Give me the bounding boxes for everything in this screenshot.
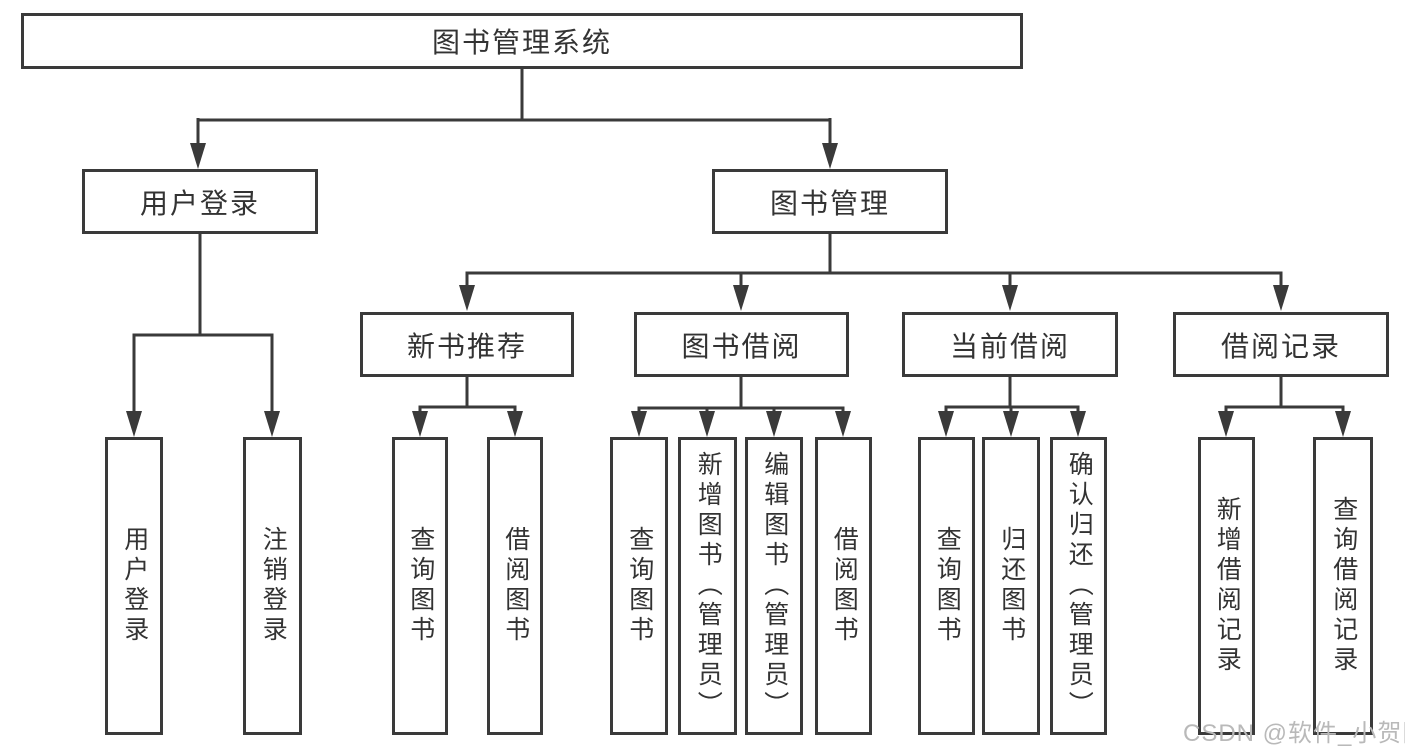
node-root-system: 图书管理系统 (21, 13, 1023, 69)
leaf-confirm-return-admin: 确认归还（管理员） (1050, 437, 1107, 735)
leaf-add-borrow-record: 新增借阅记录 (1198, 437, 1255, 735)
leaf-borrow-book-2: 借阅图书 (815, 437, 872, 735)
node-user-login: 用户登录 (82, 169, 318, 234)
leaf-add-book-admin: 新增图书（管理员） (678, 437, 737, 735)
node-book-management: 图书管理 (712, 169, 948, 234)
node-book-borrow: 图书借阅 (634, 312, 849, 377)
leaf-query-book-1: 查询图书 (392, 437, 448, 735)
leaf-query-book-3: 查询图书 (918, 437, 975, 735)
leaf-return-book: 归还图书 (982, 437, 1040, 735)
leaf-user-login: 用户登录 (105, 437, 163, 735)
leaf-logout: 注销登录 (243, 437, 302, 735)
leaf-edit-book-admin: 编辑图书（管理员） (745, 437, 803, 735)
csdn-watermark: CSDN @软件_小贺同学 (1183, 720, 1405, 747)
node-current-borrow: 当前借阅 (902, 312, 1118, 377)
node-borrow-record: 借阅记录 (1173, 312, 1389, 377)
node-new-book-recommend: 新书推荐 (360, 312, 574, 377)
leaf-borrow-book-1: 借阅图书 (487, 437, 543, 735)
leaf-query-book-2: 查询图书 (610, 437, 668, 735)
leaf-query-borrow-record: 查询借阅记录 (1313, 437, 1373, 735)
